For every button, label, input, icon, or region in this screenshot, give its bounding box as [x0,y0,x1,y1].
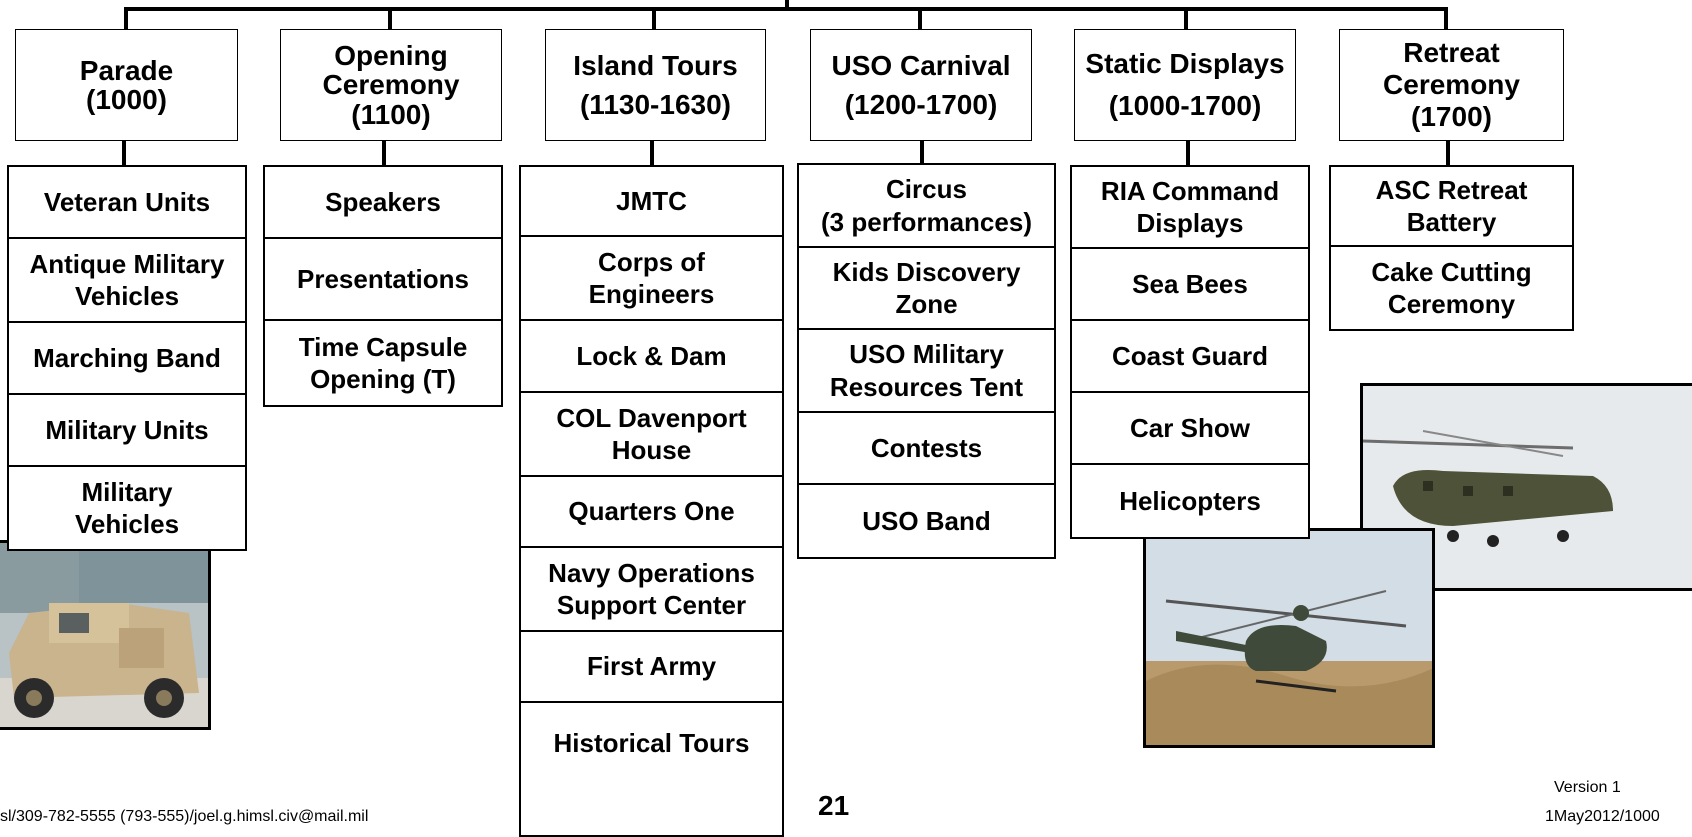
humvee-photo [0,540,211,730]
list-item: COL Davenport House [521,393,782,477]
list-item: Sea Bees [1072,249,1308,321]
event-header-retreat-ceremony: Retreat Ceremony (1700) [1339,29,1564,141]
list-item: USO Band [862,505,991,536]
event-header-uso-carnival: USO Carnival (1200-1700) [810,29,1032,141]
connector-parade [124,7,128,30]
event-time: (1000-1700) [1108,90,1262,121]
event-title: Retreat [1403,36,1500,68]
event-title: Opening [334,39,448,71]
connector-opening [388,7,392,30]
stem-parade [122,141,126,166]
list-item: Quarters One [521,477,782,548]
list-item: Historical Tours [553,727,750,758]
list-item: Coast Guard [1072,321,1308,393]
event-title: Ceremony [322,69,460,101]
list-item: Kids Discovery Zone [799,248,1054,330]
event-header-parade: Parade (1000) [15,29,238,141]
stem-uso [920,141,924,166]
event-time: (1200-1700) [844,89,998,120]
list-item: Presentations [265,239,501,321]
items-island-tours: JMTC Corps of Engineers Lock & Dam COL D… [519,165,784,837]
list-item: Cake Cutting Ceremony [1371,256,1532,320]
page-number: 21 [818,790,850,821]
event-time: (1700) [1411,101,1492,133]
event-time: (1100) [351,98,431,130]
list-item: Corps of Engineers [521,237,782,321]
list-item: Antique Military Vehicles [9,239,245,323]
event-header-static-displays: Static Displays (1000-1700) [1074,29,1296,141]
footer-date: 1May2012/1000 [1545,808,1660,825]
event-title: Static Displays [1085,48,1285,79]
list-item: USO Military Resources Tent [799,330,1054,413]
connector-island [652,7,656,30]
connector-static [1184,7,1188,30]
items-parade: Veteran Units Antique Military Vehicles … [7,165,247,551]
footer-version: Version 1 [1554,779,1621,796]
list-item: Lock & Dam [521,321,782,393]
event-header-island-tours: Island Tours (1130-1630) [545,29,766,141]
list-item: Contests [799,413,1054,485]
list-item: Car Show [1072,393,1308,465]
items-uso-carnival: Circus (3 performances) Kids Discovery Z… [797,163,1056,559]
list-item: Time Capsule Opening (T) [298,331,468,395]
event-header-opening-ceremony: Opening Ceremony (1100) [280,29,502,141]
list-item: Military Units [9,395,245,467]
connector-uso [918,7,922,30]
list-item: Marching Band [9,323,245,395]
connector-retreat [1444,7,1448,30]
list-item: Circus (3 performances) [799,165,1054,248]
footer-contact: sl/309-782-5555 (793-555)/joel.g.himsl.c… [0,808,369,825]
event-time: (1000) [86,84,167,115]
kiowa-image [1146,531,1432,745]
list-item: Veteran Units [9,167,245,239]
event-title: Parade [79,54,174,86]
stem-static [1186,141,1190,166]
stem-opening [382,141,386,166]
list-item: Speakers [265,167,501,239]
list-item: Military Vehicles [74,476,180,540]
event-time: (1130-1630) [579,89,731,120]
list-item: ASC Retreat Battery [1331,167,1572,247]
event-title: USO Carnival [831,49,1011,81]
list-item: RIA Command Displays [1072,167,1308,249]
list-item: Helicopters [1119,485,1261,516]
items-opening-ceremony: Speakers Presentations Time Capsule Open… [263,165,503,407]
event-title: Ceremony [1383,68,1520,100]
list-item: First Army [521,632,782,703]
items-static-displays: RIA Command Displays Sea Bees Coast Guar… [1070,165,1310,539]
stem-retreat [1446,141,1450,166]
stem-island [650,141,654,166]
root-connector-stub [785,0,789,9]
items-retreat-ceremony: ASC Retreat Battery Cake Cutting Ceremon… [1329,165,1574,331]
event-title: Island Tours [573,49,738,81]
kiowa-photo [1143,528,1435,748]
humvee-image [0,543,208,727]
list-item: Navy Operations Support Center [521,548,782,632]
top-connector-bar [124,7,1446,11]
list-item: JMTC [521,167,782,237]
